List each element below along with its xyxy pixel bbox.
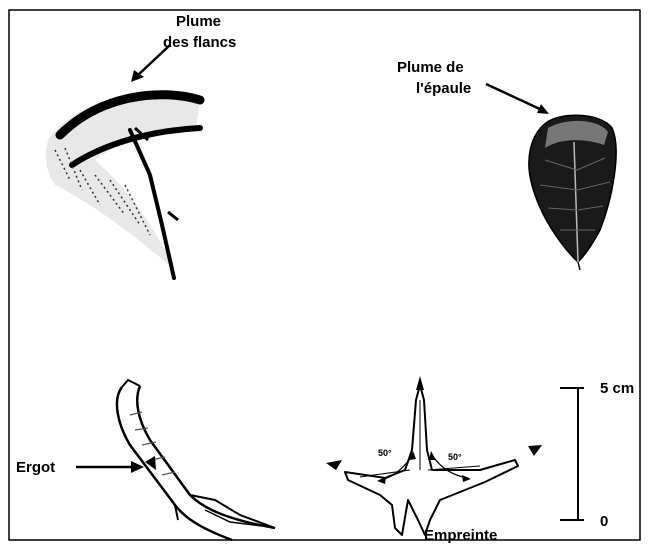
spur-label: Ergot (16, 459, 55, 476)
shoulder-feather-label-line1: Plume de (397, 59, 464, 76)
flank-feather-drawing (46, 93, 200, 278)
scale-top-label: 5 cm (600, 380, 634, 397)
spur-arrow (76, 461, 144, 473)
flank-feather-label-line1: Plume (176, 13, 221, 30)
angle-right-label: 50° (448, 452, 462, 462)
scale-bar (560, 388, 584, 520)
scale-bottom-label: 0 (600, 513, 608, 530)
right-direction-arrowhead (528, 445, 542, 456)
shoulder-feather-label-line2: l'épaule (416, 80, 471, 97)
left-direction-arrowhead (326, 460, 342, 470)
figure-border (9, 10, 640, 540)
leg-drawing (117, 380, 275, 540)
angle-left-label: 50° (378, 448, 392, 458)
flank-feather-label-line2: des flancs (163, 34, 236, 51)
footprint-label: Empreinte (424, 527, 497, 544)
shoulder-feather-drawing (529, 115, 616, 270)
shoulder-feather-arrow (486, 84, 549, 114)
